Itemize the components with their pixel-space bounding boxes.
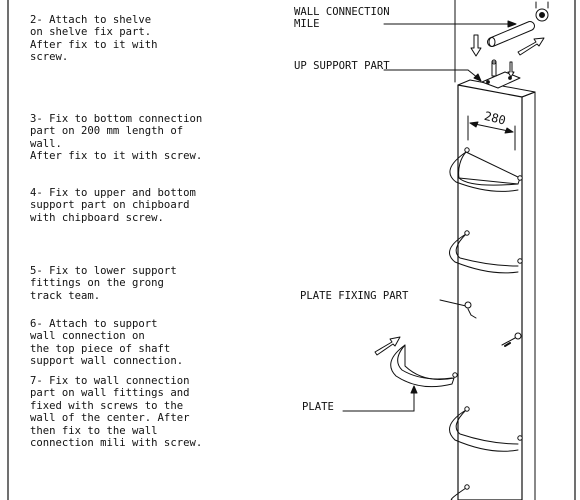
top-arrows	[470, 34, 545, 57]
step-3-text: 3- Fix to bottom connection part on 200 …	[30, 113, 203, 163]
step-7-text: 7- Fix to wall connection part on wall f…	[30, 375, 203, 450]
callout-plate: PLATE	[302, 401, 334, 413]
up-support-part	[481, 59, 521, 89]
dimension-280-label: 280	[483, 109, 507, 128]
step-5-text: 5- Fix to lower support fittings on the …	[30, 265, 177, 302]
callout-plate-fixing-part: PLATE FIXING PART	[300, 290, 409, 302]
shelf-3	[449, 406, 523, 452]
leader-lines	[342, 20, 517, 412]
loose-plate	[374, 336, 458, 388]
shelf-2	[449, 230, 523, 274]
dimension-280: 280	[467, 109, 516, 151]
callout-wall-connection-mile: WALL CONNECTION MILE	[294, 6, 390, 31]
wall-panel	[457, 79, 536, 500]
wall-connection-mile-part	[487, 1, 549, 47]
plate-fixing-part	[464, 301, 477, 319]
step-4-text: 4- Fix to upper and bottom support part …	[30, 187, 196, 224]
callout-up-support-part: UP SUPPORT PART	[294, 60, 390, 72]
step-2-text: 2- Attach to shelve on shelve fix part. …	[30, 14, 158, 64]
shelf-1	[449, 147, 523, 192]
step-6-text: 6- Attach to support wall connection on …	[30, 318, 184, 368]
screw-icon	[501, 332, 522, 347]
